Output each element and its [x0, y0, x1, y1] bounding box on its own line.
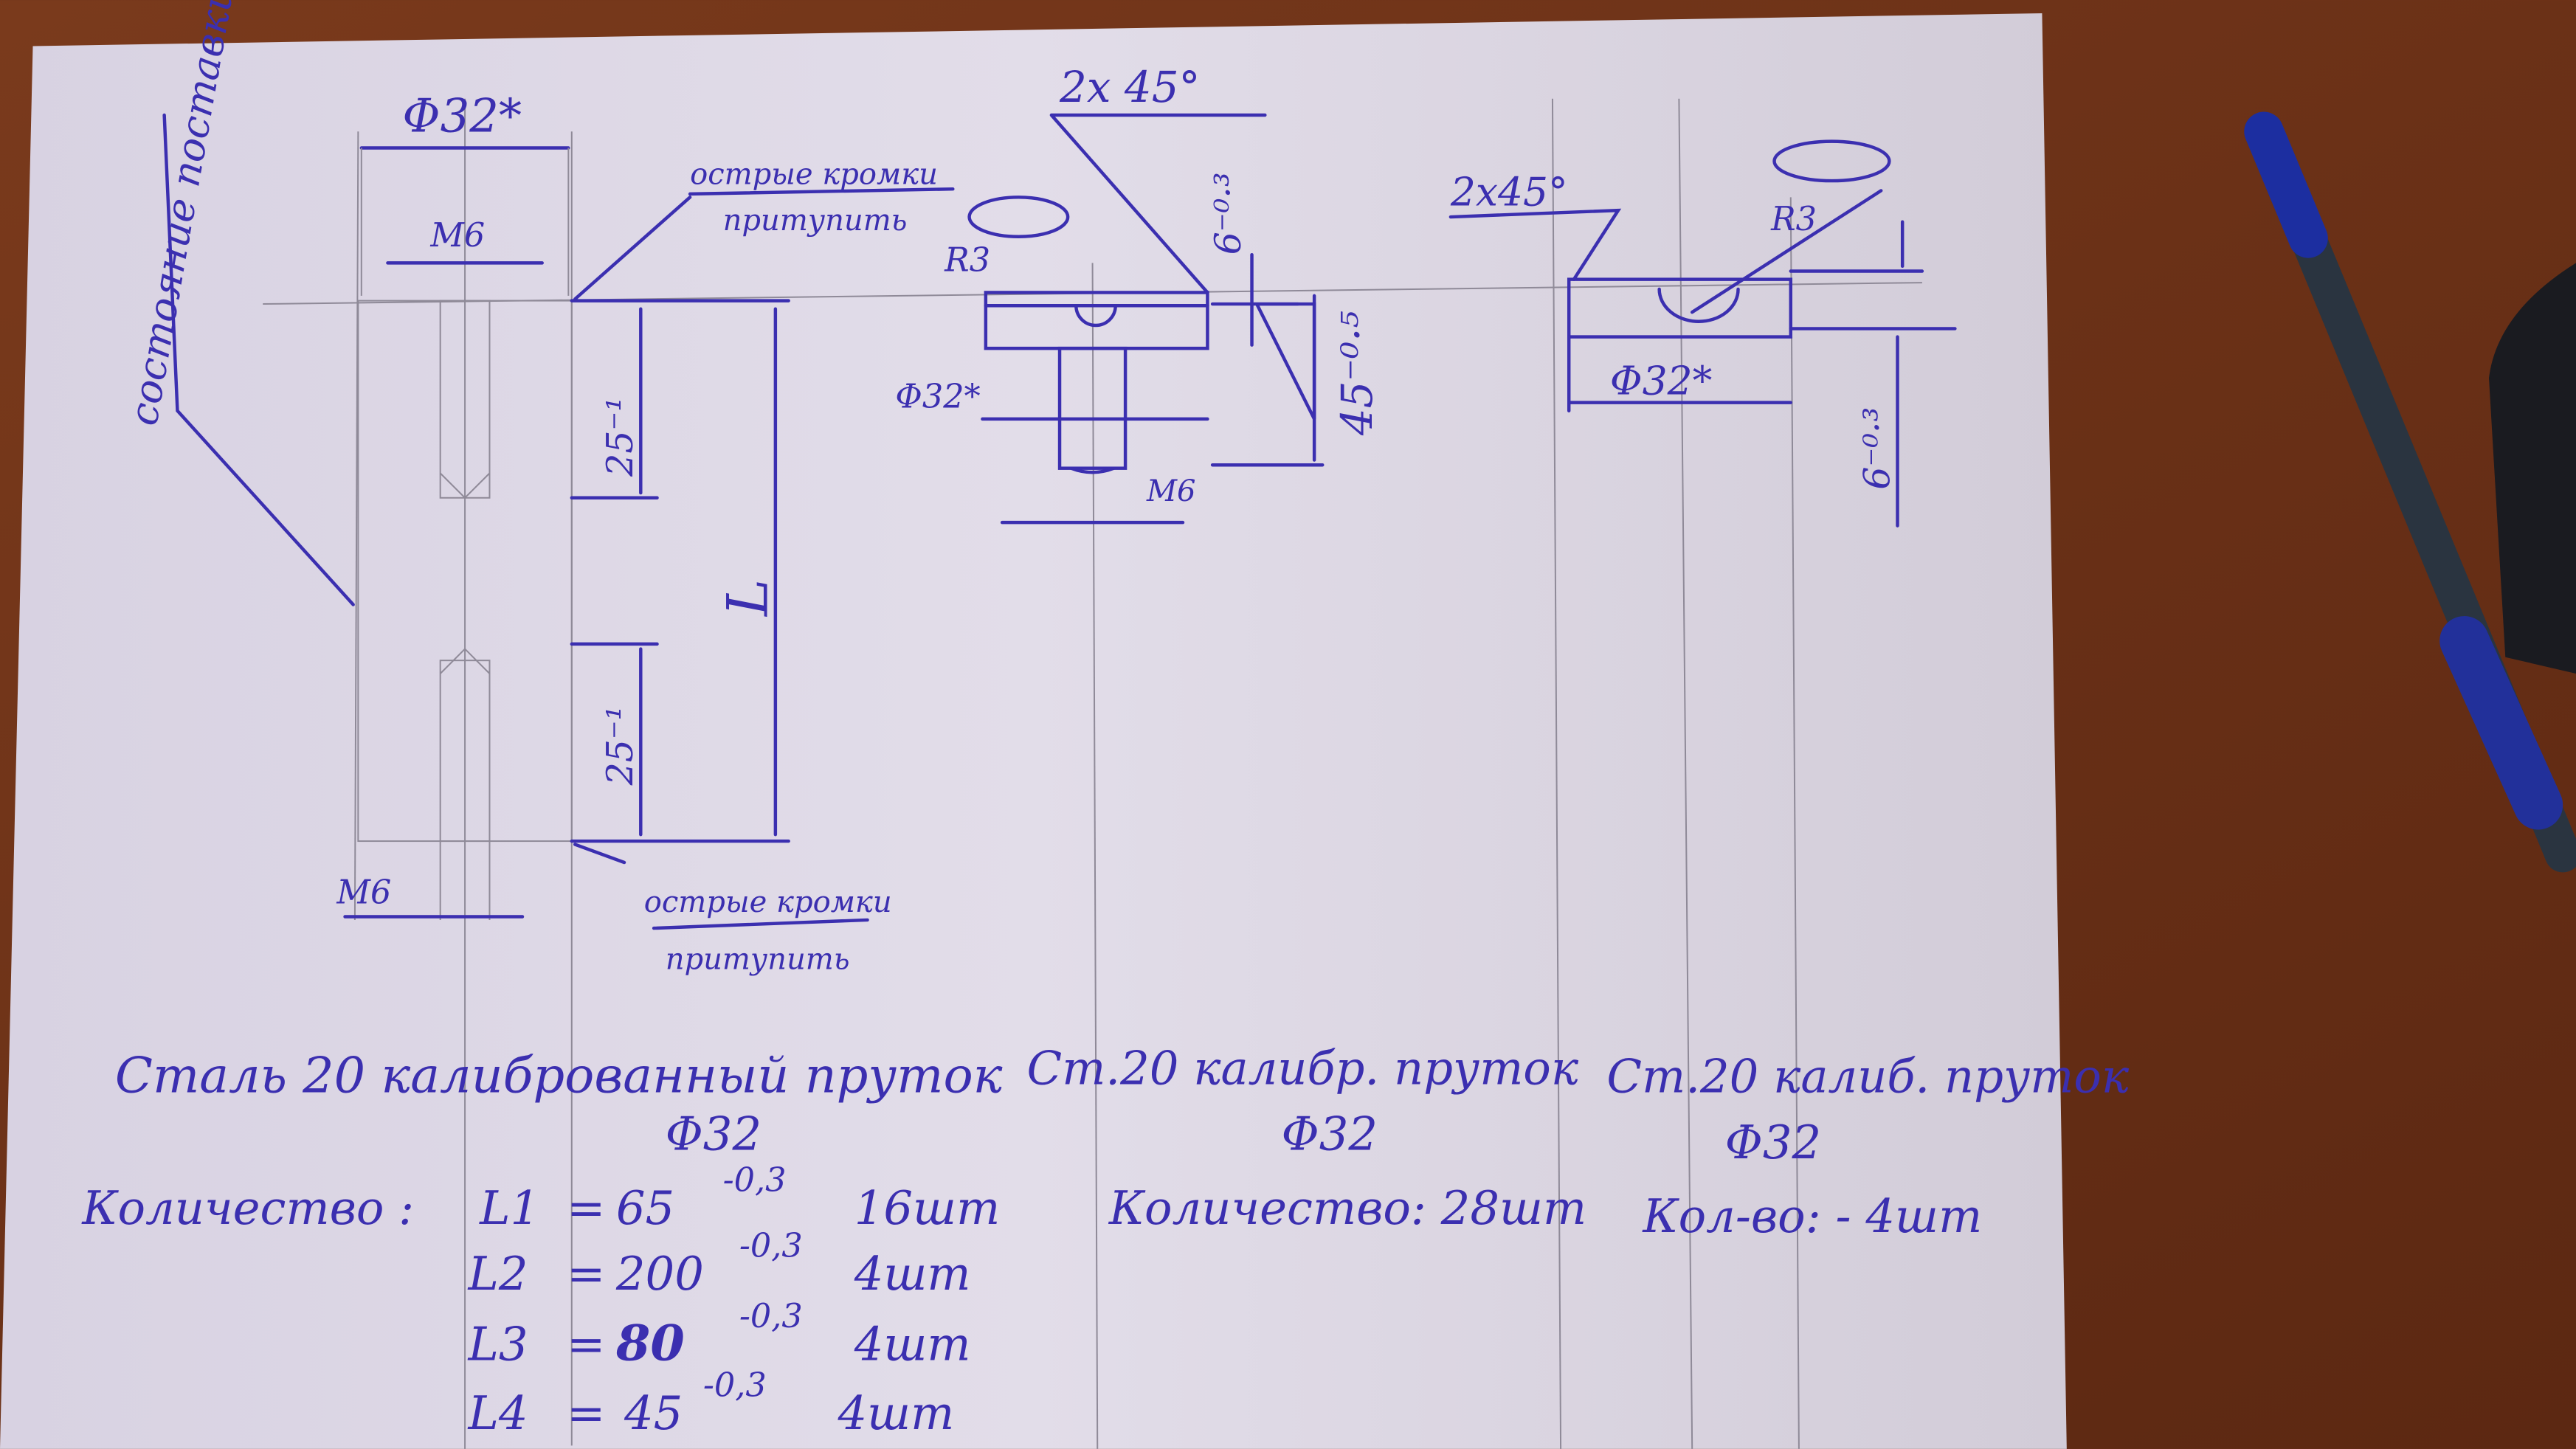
svg-text:4шт: 4шт [837, 1386, 954, 1440]
part2-view [967, 113, 1325, 525]
svg-text:-0,3: -0,3 [703, 1367, 767, 1405]
part2-height: 45⁻⁰·⁵ [1332, 311, 1382, 436]
pen [2244, 111, 2576, 873]
svg-text:L2: L2 [468, 1247, 528, 1301]
part1-depth-top: 25⁻¹ [599, 397, 641, 477]
part2-material: Ст.20 калибр. пруток [1027, 1042, 1579, 1096]
part3-thickness: 6⁻⁰·³ [1856, 407, 1898, 490]
part3-chamfer: 2x45° [1450, 168, 1568, 215]
part1-edge-note-bottom-2: притупить [666, 943, 850, 977]
svg-text:L1: L1 [479, 1181, 539, 1235]
part1-bar-dia: Φ32 [666, 1107, 762, 1161]
svg-text:16шт: 16шт [854, 1181, 1000, 1235]
part3-view [1448, 139, 1957, 528]
svg-text:=: = [567, 1386, 605, 1440]
part1-material: Сталь 20 калиброванный пруток [115, 1047, 1003, 1104]
part1-section-view [162, 113, 955, 930]
part3-qty: Кол-во: - 4шт [1642, 1189, 1982, 1243]
svg-text:45: 45 [624, 1386, 683, 1440]
svg-text:L4: L4 [468, 1386, 528, 1440]
part1-edge-note-top-1: острые кромки [690, 158, 938, 192]
part1-qty-label: Количество : [81, 1181, 414, 1235]
part2-dia-label: Φ32* [895, 378, 980, 415]
paper-sheet [0, 13, 2067, 1449]
svg-text:=: = [567, 1181, 605, 1235]
part3-bar-dia: Φ32 [1725, 1116, 1821, 1169]
dark-object [2489, 263, 2576, 674]
qty-row-l2: L2 =200 -0,3 4шт [468, 1227, 971, 1301]
part3-radius: R3 [1770, 201, 1817, 238]
svg-text:=: = [567, 1318, 605, 1372]
part1-edge-note-bottom-1: острые кромки [644, 885, 892, 919]
svg-text:4шт: 4шт [854, 1247, 971, 1301]
part1-edge-note-top-2: притупить [723, 204, 908, 238]
part1-depth-bottom: 25⁻¹ [599, 706, 641, 786]
qty-row-l4: L4 = 45 -0,3 4шт [468, 1367, 955, 1441]
part3-dia-label: Φ32* [1610, 357, 1713, 404]
svg-text:-0,3: -0,3 [739, 1227, 803, 1265]
part1-dia-label: Φ32* [402, 89, 522, 142]
qty-row-l1: L1 =65 -0,3 16шт [479, 1161, 1000, 1235]
svg-text:-0,3: -0,3 [723, 1161, 787, 1199]
svg-text:4шт: 4шт [854, 1318, 971, 1372]
part2-thickness: 6⁻⁰·³ [1207, 172, 1249, 255]
part2-chamfer: 2x 45° [1059, 62, 1200, 112]
svg-text:65: 65 [616, 1181, 674, 1235]
part2-radius: R3 [944, 242, 990, 280]
svg-text:80: 80 [615, 1314, 685, 1372]
svg-text:200: 200 [615, 1247, 704, 1301]
svg-text:-0,3: -0,3 [739, 1298, 803, 1335]
svg-text:L3: L3 [468, 1318, 528, 1372]
part2-qty: Количество: 28шт [1108, 1181, 1586, 1235]
part2-bar-dia: Φ32 [1282, 1107, 1378, 1161]
svg-text:=: = [567, 1247, 605, 1301]
part2-thread: M6 [1146, 474, 1196, 508]
part3-material: Ст.20 калиб. пруток [1606, 1050, 2129, 1104]
part1-thread-top: M6 [429, 217, 485, 255]
part1-thread-bottom: M6 [336, 874, 391, 912]
qty-row-l3: L3 =80 -0,3 4шт [468, 1298, 971, 1372]
part1-length-label: L [716, 579, 781, 618]
